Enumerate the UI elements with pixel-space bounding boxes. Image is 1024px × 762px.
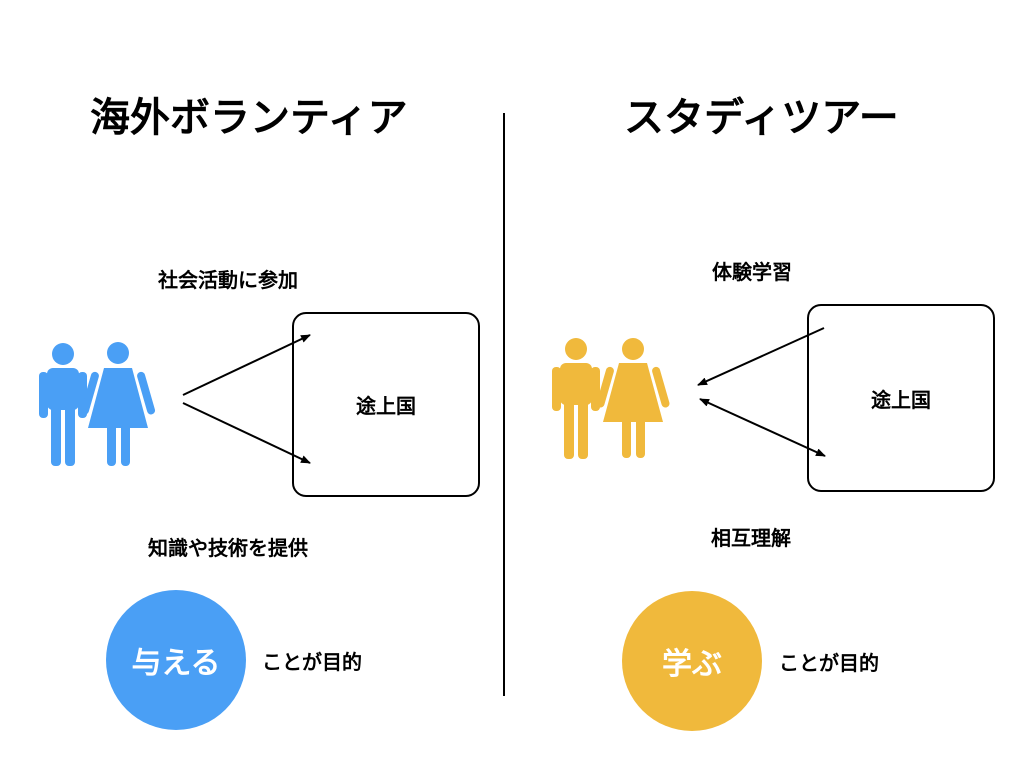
right-title: スタディツアー bbox=[624, 95, 899, 141]
left-people-icon bbox=[39, 342, 156, 466]
right-people-icon bbox=[552, 338, 670, 459]
left-box-label: 途上国 bbox=[356, 394, 416, 418]
right-arrow-top bbox=[697, 327, 825, 386]
male-figure-icon bbox=[39, 343, 87, 466]
left-arrow-bottom bbox=[182, 402, 311, 464]
right-circle-label: 学ぶ bbox=[662, 647, 722, 682]
right-box-label: 途上国 bbox=[871, 387, 931, 412]
left-circle-label: 与える bbox=[131, 646, 221, 681]
right-purpose-circle: 学ぶ bbox=[622, 591, 762, 731]
left-bottom-label: 知識や技術を提供 bbox=[148, 536, 308, 560]
right-arrow-bottom bbox=[699, 398, 826, 457]
right-bottom-label: 相互理解 bbox=[711, 526, 791, 550]
right-destination-box: 途上国 bbox=[807, 304, 995, 492]
female-figure-icon bbox=[596, 338, 670, 458]
left-purpose-label: ことが目的 bbox=[262, 650, 362, 674]
left-title: 海外ボランティア bbox=[90, 95, 408, 141]
right-top-label: 体験学習 bbox=[712, 260, 792, 284]
right-purpose-label: ことが目的 bbox=[779, 651, 879, 675]
center-divider bbox=[503, 113, 505, 696]
left-destination-box: 途上国 bbox=[292, 312, 480, 497]
male-figure-icon bbox=[552, 338, 600, 459]
left-top-label: 社会活動に参加 bbox=[158, 268, 298, 292]
female-figure-icon bbox=[80, 342, 156, 466]
left-arrow-top bbox=[182, 334, 311, 396]
left-purpose-circle: 与える bbox=[106, 590, 246, 730]
